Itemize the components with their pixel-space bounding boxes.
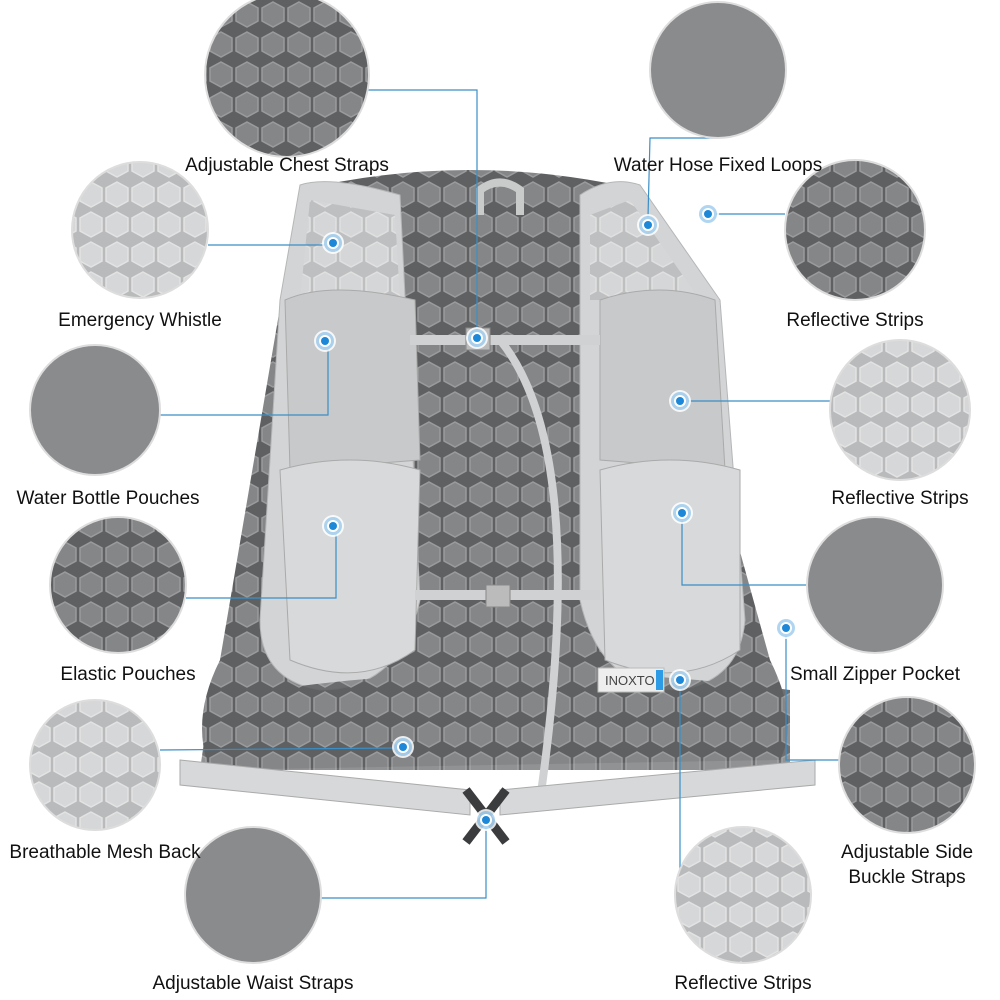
callout-label-waist-straps: Adjustable Waist Straps [152,973,354,994]
callout-lines [159,89,839,899]
callout-line-bottle-pouches [160,349,329,416]
hotspot-chest-straps[interactable] [466,327,488,349]
brand-tag [597,667,665,693]
hotspot-side-buckle[interactable] [775,617,797,639]
callout-label-reflective-3: Reflective Strips [674,973,812,994]
detail-circle-side-buckle [838,696,976,834]
right-waist-belt [499,759,816,816]
callout-line-elastic-pouches [186,534,337,599]
water-hose [496,337,562,801]
left-elastic-pouch [279,459,421,674]
brand-label: INOXTO [605,673,655,688]
top-handle [476,178,524,215]
callout-line-side-buckle [785,636,839,761]
callout-line-zipper-pocket [681,521,807,586]
callout-line-mesh-back [159,747,396,751]
detail-circle-elastic-pouches [49,516,187,654]
detail-circle-whistle [71,161,209,299]
callout-label-zipper-pocket: Small Zipper Pocket [789,664,961,685]
detail-circle-chest-straps [204,0,370,158]
hotspot-reflective-3[interactable] [669,669,691,691]
left-waist-belt [179,759,471,816]
callout-line-hose-loops [647,137,718,218]
callout-label-hose-loops: Water Hose Fixed Loops [613,155,823,176]
detail-circle-hose-loops [649,1,787,139]
hotspot-reflective-1[interactable] [697,203,719,225]
detail-circle-waist-straps [184,826,322,964]
callout-label-whistle: Emergency Whistle [58,310,222,331]
detail-circle-zipper-pocket [806,516,944,654]
hotspot-dots [314,203,797,831]
callout-label-line: Adjustable Side [840,842,974,863]
callout-label-mesh-back: Breathable Mesh Back [9,842,201,863]
hotspot-zipper-pocket[interactable] [671,502,693,524]
callout-label-line: Buckle Straps [848,867,966,888]
callout-label-reflective-2: Reflective Strips [831,488,969,509]
callout-label-reflective-1: Reflective Strips [786,310,924,331]
callout-line-chest-straps [350,89,478,330]
hotspot-mesh-back[interactable] [392,736,414,758]
callout-label-bottle-pouches: Water Bottle Pouches [16,488,200,509]
hotspot-reflective-2[interactable] [669,390,691,412]
detail-circle-reflective-3 [674,826,812,964]
left-bottle-pouch [284,289,421,471]
callout-label-elastic-pouches: Elastic Pouches [60,664,196,685]
detail-circle-mesh-back [29,699,161,831]
hotspot-elastic-pouches[interactable] [322,515,344,537]
detail-circle-reflective-2 [829,339,971,481]
right-bottle-pouch [599,289,726,471]
callout-line-waist-straps [321,828,487,899]
hotspot-hose-loops[interactable] [637,214,659,236]
hotspot-bottle-pouches[interactable] [314,330,336,352]
detail-circles [29,0,976,964]
right-zipper-pocket [599,459,741,674]
hotspot-whistle[interactable] [322,232,344,254]
hotspot-waist-straps[interactable] [475,809,497,831]
vest-body [179,170,816,845]
callout-label-chest-straps: Adjustable Chest Straps [185,155,389,176]
detail-circle-bottle-pouches [29,344,161,476]
detail-circle-reflective-1 [784,159,926,301]
